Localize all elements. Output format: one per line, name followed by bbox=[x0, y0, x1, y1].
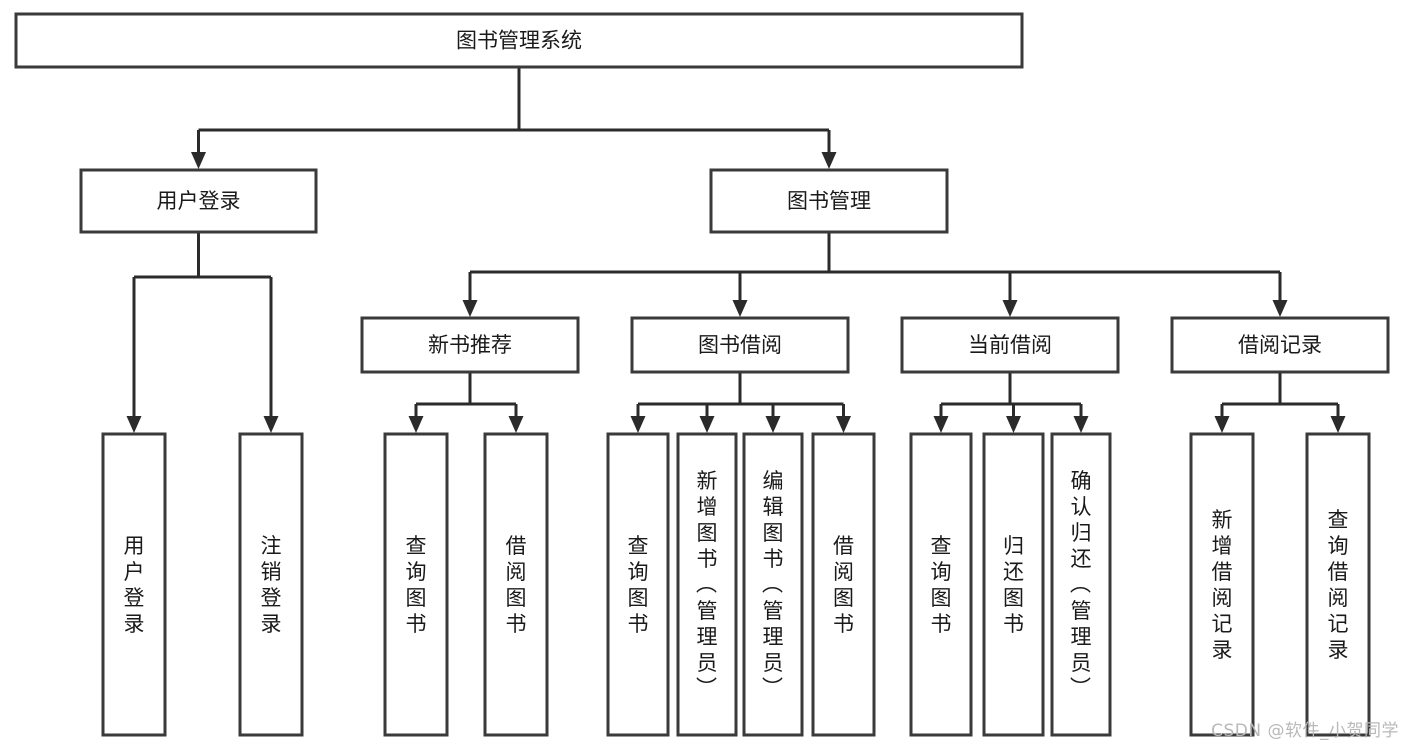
node-leaf-confirm-return[interactable]: 确认归还（管理员） bbox=[1050, 432, 1112, 737]
node-label: 新增借阅记录 bbox=[1212, 508, 1233, 662]
node-leaf-borrow-book-recommend[interactable]: 借阅图书 bbox=[483, 432, 549, 737]
node-leaf-user-logout[interactable]: 注销登录 bbox=[238, 432, 304, 737]
node-leaf-query-book-borrow[interactable]: 查询图书 bbox=[606, 432, 670, 737]
node-label: 查询借阅记录 bbox=[1328, 508, 1349, 662]
node-leaf-borrow-book[interactable]: 借阅图书 bbox=[811, 432, 876, 737]
node-user-login[interactable]: 用户登录 bbox=[79, 168, 318, 234]
watermark-label: CSDN @软件_小贺同学 bbox=[1211, 721, 1399, 741]
node-label: 当前借阅 bbox=[968, 333, 1052, 357]
node-leaf-query-borrow-record[interactable]: 查询借阅记录 bbox=[1305, 432, 1371, 737]
node-label: 新增图书（管理员） bbox=[696, 469, 718, 701]
node-label: 图书管理系统 bbox=[456, 29, 582, 53]
node-label: 查询图书 bbox=[931, 534, 952, 636]
node-label: 查询图书 bbox=[628, 534, 649, 636]
node-label: 注销登录 bbox=[261, 534, 282, 636]
node-leaf-return-book[interactable]: 归还图书 bbox=[982, 432, 1045, 737]
node-label: 新书推荐 bbox=[428, 333, 512, 357]
node-current-borrow[interactable]: 当前借阅 bbox=[900, 316, 1120, 374]
connector-group bbox=[630, 372, 851, 433]
node-boxes-layer: 图书管理系统用户登录图书管理新书推荐图书借阅当前借阅借阅记录用户登录注销登录查询… bbox=[14, 12, 1390, 737]
node-new-book-recommend[interactable]: 新书推荐 bbox=[360, 316, 580, 374]
node-leaf-user-login[interactable]: 用户登录 bbox=[101, 432, 167, 737]
connector-group bbox=[191, 67, 837, 169]
node-label: 借阅图书 bbox=[833, 534, 854, 636]
connector-group bbox=[933, 372, 1089, 433]
node-leaf-add-borrow-record[interactable]: 新增借阅记录 bbox=[1189, 432, 1255, 737]
node-label: 借阅图书 bbox=[506, 534, 527, 636]
node-label: 归还图书 bbox=[1003, 534, 1024, 636]
node-leaf-query-book-current[interactable]: 查询图书 bbox=[909, 432, 973, 737]
connector-group bbox=[408, 372, 524, 433]
node-label: 图书管理 bbox=[787, 189, 871, 213]
connector-group bbox=[462, 232, 1288, 317]
node-root[interactable]: 图书管理系统 bbox=[14, 12, 1024, 69]
node-leaf-edit-book[interactable]: 编辑图书（管理员） bbox=[742, 432, 804, 737]
node-book-manage[interactable]: 图书管理 bbox=[709, 168, 949, 234]
node-label: 编辑图书（管理员） bbox=[762, 469, 784, 701]
node-leaf-add-book[interactable]: 新增图书（管理员） bbox=[676, 432, 738, 737]
node-leaf-query-book-recommend[interactable]: 查询图书 bbox=[383, 432, 449, 737]
node-borrow-record[interactable]: 借阅记录 bbox=[1170, 316, 1390, 374]
node-book-borrow[interactable]: 图书借阅 bbox=[630, 316, 850, 374]
node-label: 用户登录 bbox=[157, 189, 241, 213]
connector-group bbox=[126, 232, 279, 433]
node-label: 图书借阅 bbox=[698, 333, 782, 357]
node-label: 查询图书 bbox=[406, 534, 427, 636]
node-label: 借阅记录 bbox=[1238, 333, 1322, 357]
connector-edges-layer bbox=[126, 67, 1346, 433]
connector-group bbox=[1214, 372, 1346, 433]
node-label: 确认归还（管理员） bbox=[1070, 469, 1092, 701]
node-label: 用户登录 bbox=[124, 534, 145, 636]
